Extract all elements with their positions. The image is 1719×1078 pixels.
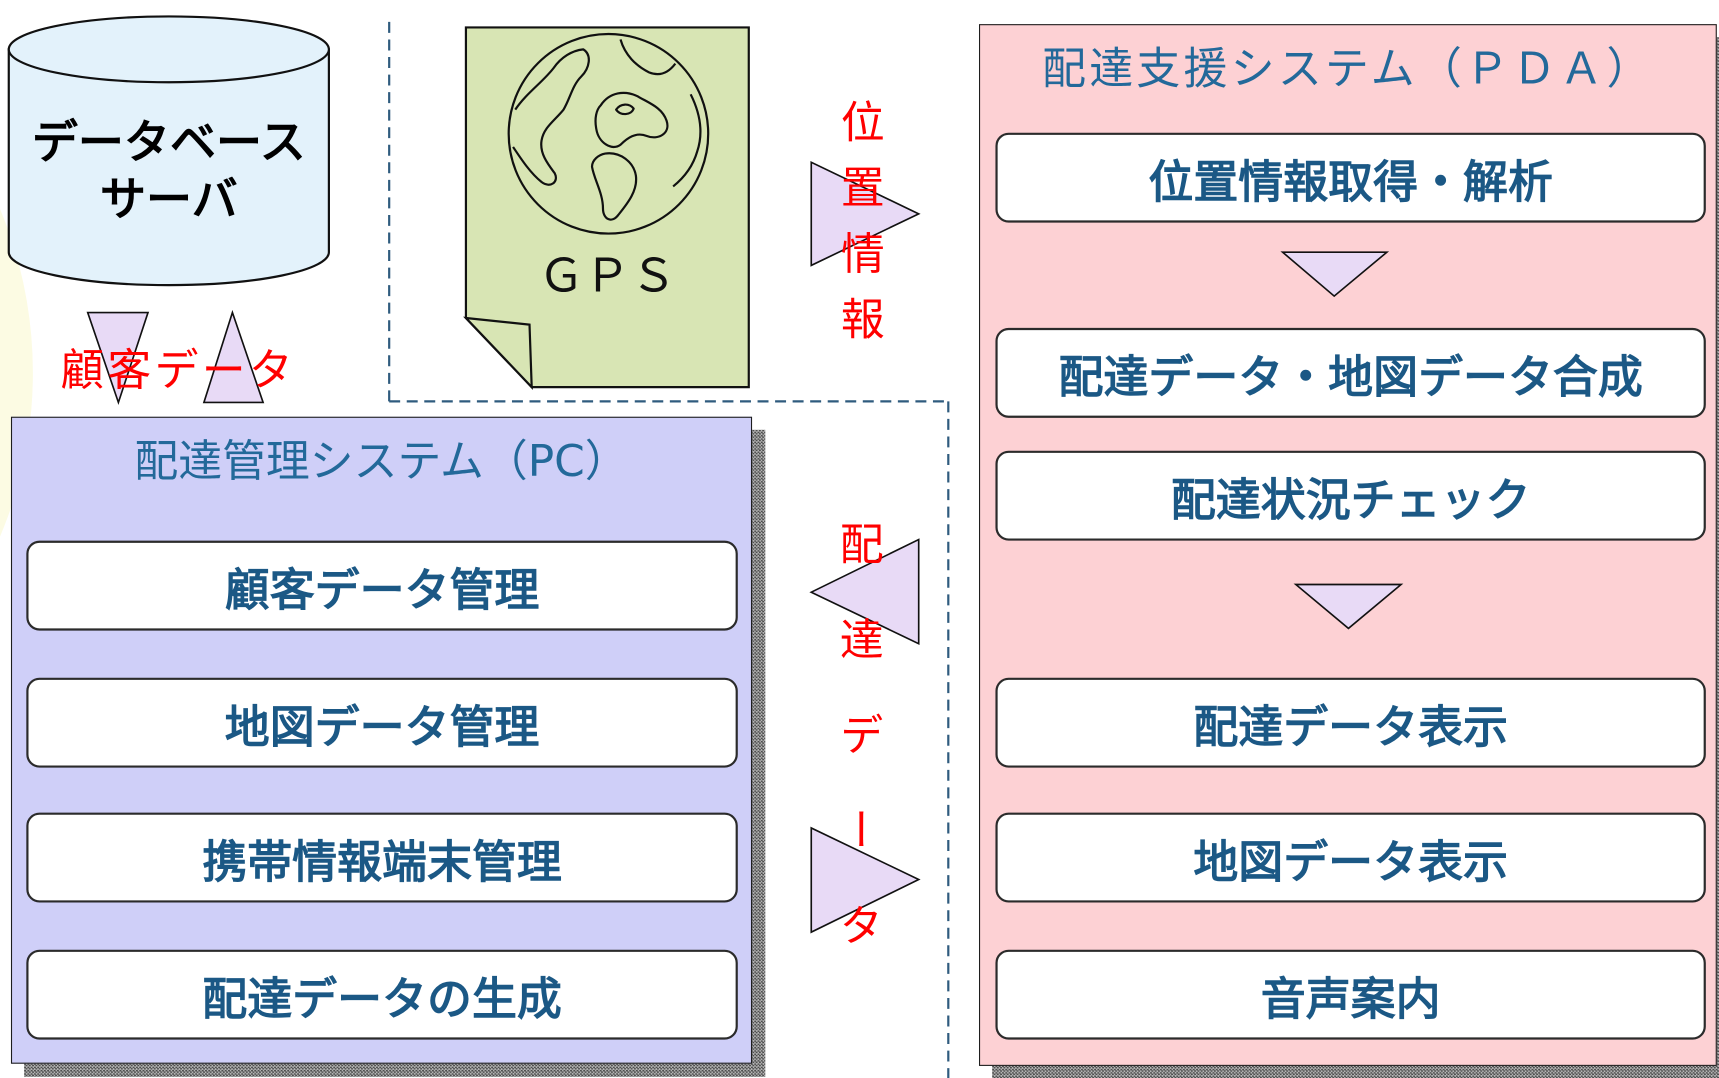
delivery-data-flow-label: 配達データ <box>832 520 883 998</box>
pc-module-map-data: 地図データ管理 <box>26 677 738 768</box>
pda-module-delivery-data-display: 配達データ表示 <box>995 677 1706 768</box>
globe-continent-outline <box>512 48 590 186</box>
pc-module-customer-data: 顧客データ管理 <box>26 540 738 631</box>
pc-system-title: 配達管理システム（PC） <box>134 436 629 487</box>
pda-module-delivery-status-check: 配達状況チェック <box>995 450 1706 541</box>
pc-module-mobile-terminal: 携帯情報端末管理 <box>26 812 738 903</box>
customer-data-flow-label: 顧客データ <box>60 345 297 396</box>
pc-module-delivery-data-generation: 配達データの生成 <box>26 949 738 1040</box>
globe-continent-outline <box>590 152 638 221</box>
database-cylinder-top <box>7 15 330 84</box>
pda-module-voice-guidance: 音声案内 <box>995 949 1706 1040</box>
database-title-line1: データベース <box>31 115 306 169</box>
globe-icon <box>507 32 710 235</box>
globe-continent-outline <box>619 39 677 76</box>
pda-module-map-data-display: 地図データ表示 <box>995 812 1706 903</box>
pda-module-data-map-merge: 配達データ・地図データ合成 <box>995 327 1706 418</box>
pc-system-panel: 配達管理システム（PC） 顧客データ管理 地図データ管理 携帯情報端末管理 配達… <box>10 416 753 1064</box>
globe-island-outline <box>615 103 635 116</box>
gps-document-sheet <box>464 26 750 389</box>
globe-continent-outline <box>594 91 669 149</box>
globe-continent-outline <box>672 93 702 188</box>
gps-document <box>463 26 750 390</box>
pda-module-position-analysis: 位置情報取得・解析 <box>995 132 1706 223</box>
database-title-line2: サーバ <box>99 172 238 226</box>
gps-document-folded-corner <box>463 316 533 390</box>
gps-label: ＧＰＳ <box>538 248 677 303</box>
globe-outline <box>507 32 710 235</box>
pda-system-panel: 配達支援システム（ＰＤＡ） 位置情報取得・解析 配達データ・地図データ合成 配達… <box>978 24 1717 1066</box>
position-info-flow-label: 位置情報 <box>833 98 884 362</box>
pda-system-title: 配達支援システム（ＰＤＡ） <box>1042 43 1654 95</box>
